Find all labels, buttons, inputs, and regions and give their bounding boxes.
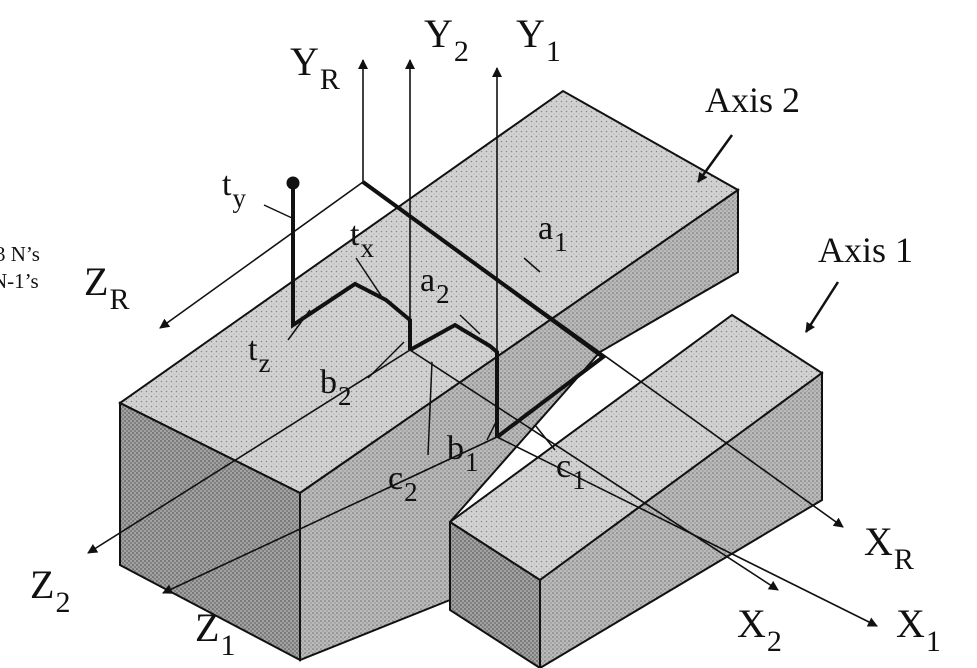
kinematic-chain: [286, 176, 607, 439]
axis-callouts: [696, 134, 840, 333]
tool-point: [286, 176, 300, 190]
a-1-label: a1: [538, 210, 568, 257]
b-1-label: b1: [447, 430, 479, 477]
block-axis-1: [448, 313, 824, 668]
t-y-label: ty: [222, 166, 246, 213]
c-2-label: c2: [388, 460, 418, 507]
t-x-label: tx: [350, 216, 374, 263]
x-2-label: X2: [737, 601, 782, 658]
chain-t-path: [291, 183, 412, 350]
x-1-axis: [496, 436, 878, 627]
a-2-label: a2: [420, 262, 450, 309]
x-2-axis: [409, 349, 779, 591]
axis-2-arrow: [696, 134, 734, 183]
block-axis-2: [118, 89, 740, 662]
y-1-label: Y1: [516, 11, 561, 68]
leader-lines: [263, 204, 556, 456]
side-note-line2: N-1’s: [0, 269, 39, 293]
side-note-line1: 3 N’s: [0, 242, 40, 266]
chain-b1-a1-path: [361, 180, 607, 439]
x-r-label: XR: [864, 519, 914, 576]
axis-1-arrow: [804, 281, 840, 333]
z-r-axis: [159, 181, 364, 329]
z-r-label: ZR: [84, 259, 130, 316]
z-2-label: Z2: [30, 562, 71, 619]
y-2-label: Y2: [424, 11, 469, 68]
b-2-label: b2: [320, 364, 352, 411]
t-z-label: tz: [248, 331, 271, 378]
z-1-label: Z1: [195, 605, 236, 662]
x-1-label: X1: [896, 601, 941, 658]
block-2-right-face: [299, 188, 739, 662]
chain-b2-a2-path: [409, 322, 499, 437]
side-note: 3 N’s N-1’s: [0, 241, 40, 295]
block-1-side-face: [539, 371, 823, 668]
z-2-axis: [87, 349, 411, 554]
axis-1-label: Axis 1: [818, 230, 914, 270]
axis-2-label: Axis 2: [705, 80, 801, 120]
c-1-label: c1: [556, 448, 586, 495]
z-1-axis: [162, 436, 498, 594]
y-r-label: YR: [290, 39, 340, 96]
